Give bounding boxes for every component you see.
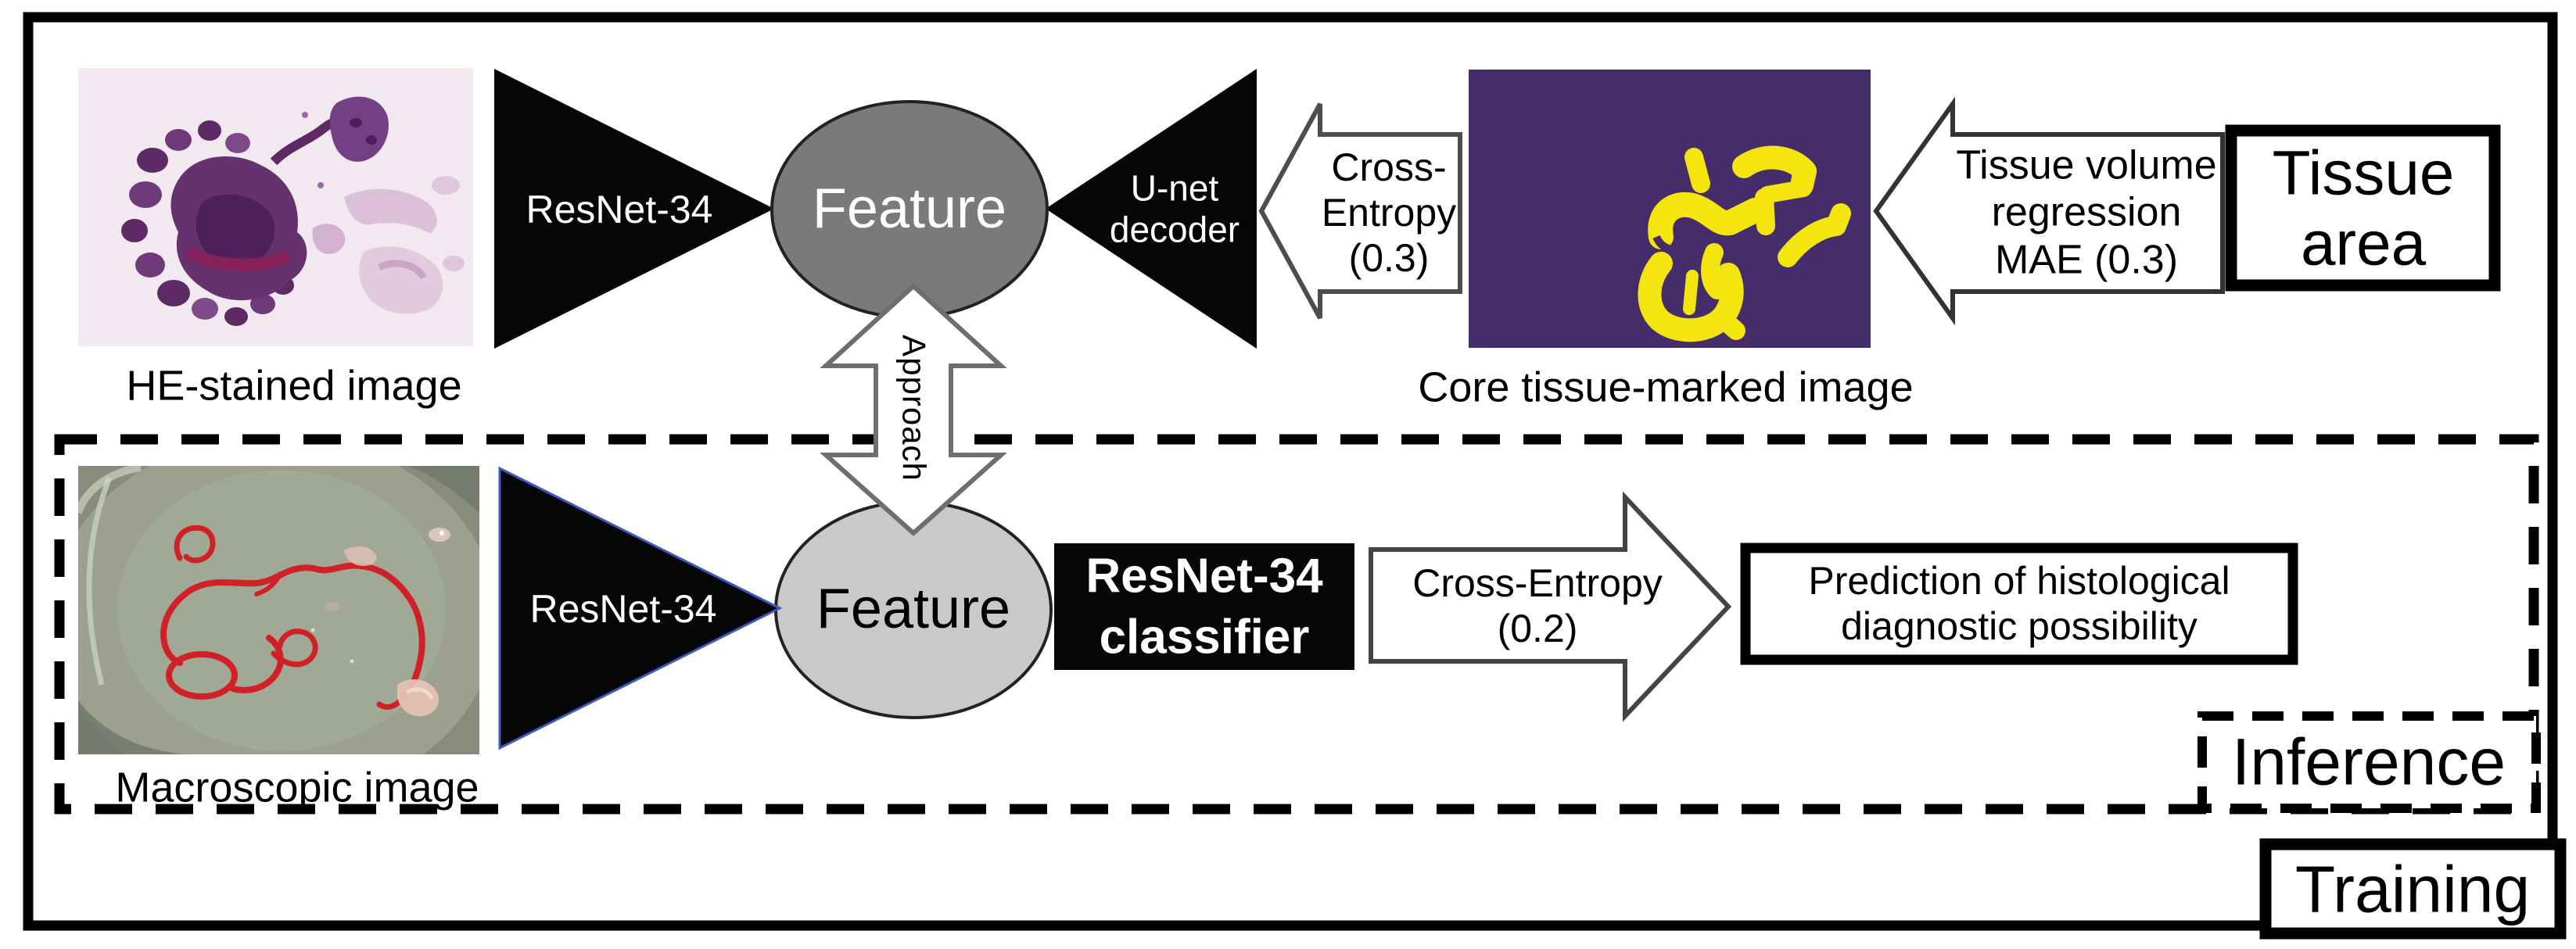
approach-double-arrow [820,282,1007,537]
tissue-area-box [2225,124,2501,292]
core-tissue-marked-caption: Core tissue-marked image [1418,363,1914,411]
he-stained-image [78,68,473,346]
macroscopic-image [78,466,479,754]
feature-label-bottom: Feature [816,578,1011,641]
approach-label: Approach [895,335,933,482]
prediction-label: Prediction of histological diagnostic po… [1808,559,2230,648]
macroscopic-image-caption: Macroscopic image [115,764,479,811]
he-stained-image-caption: HE-stained image [126,362,462,410]
feature-label-top: Feature [812,177,1007,241]
inference-label-box [2197,711,2541,813]
unet-decoder-label: U-net decoder [1109,167,1240,250]
core-tissue-marked-image [1469,70,1871,348]
he-pale-piece-3 [312,224,346,254]
inference-region-border [54,434,2539,815]
cross-entropy-03-label: Cross- Entropy (0.3) [1321,145,1457,280]
prediction-box [1740,543,2298,665]
tissue-strand-red [160,525,425,710]
tissue-volume-regression-label: Tissue volume regression MAE (0.3) [1956,142,2217,283]
resnet34-encoder-label-bottom: ResNet-34 [529,587,717,631]
he-tissue-band [185,245,291,271]
he-pale-piece-1 [344,188,437,234]
inference-label: Inference [2231,725,2506,799]
mask-marks [1638,145,1851,342]
cross-entropy-03-arrow [1258,102,1462,320]
training-label-box [2259,838,2567,940]
resnet34-classifier-box [1054,543,1354,670]
cross-entropy-02-label: Cross-Entropy (0.2) [1412,561,1663,650]
training-label: Training [2294,852,2531,926]
resnet34-encoder-label-top: ResNet-34 [526,188,713,231]
resnet34-classifier-label: ResNet-34 classifier [1085,549,1323,664]
unet-decoder-triangle [1046,69,1257,349]
he-tissue-blob-top [329,96,389,162]
tissue-volume-arrow [1873,96,2225,326]
tissue-area-label: Tissue area [2272,138,2455,278]
resnet34-encoder-triangle-top [494,69,774,349]
he-tissue-core [196,194,275,267]
resnet34-encoder-triangle-bottom [498,466,783,750]
training-region-border [23,12,2558,931]
cross-entropy-02-arrow [1369,491,1732,722]
